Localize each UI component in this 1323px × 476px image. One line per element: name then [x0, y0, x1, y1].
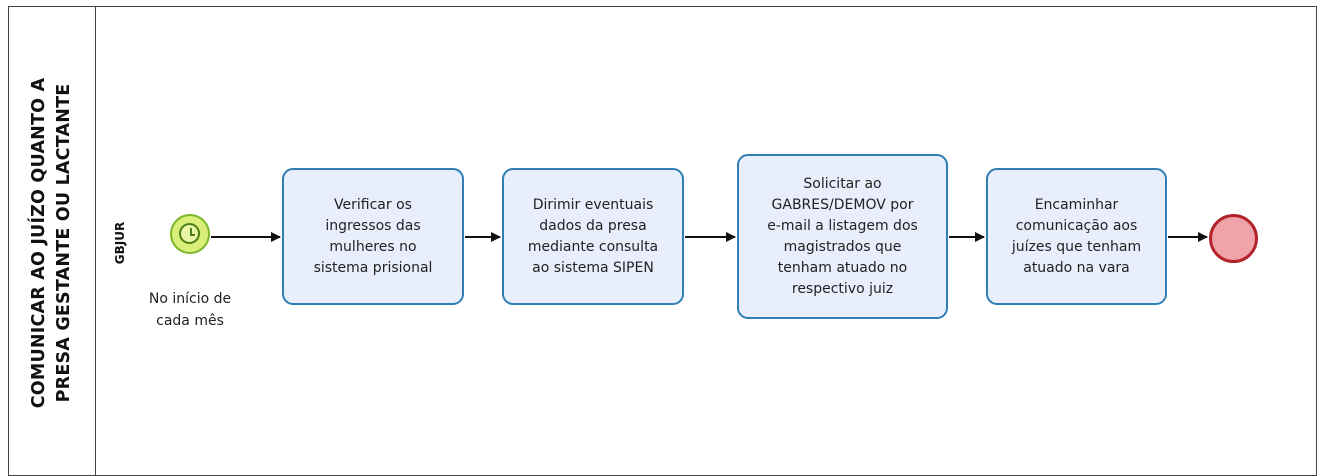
pool-header — [8, 6, 96, 476]
end-event[interactable] — [1209, 214, 1258, 263]
sequence-flows — [211, 232, 1208, 242]
start-timer-event[interactable] — [170, 214, 210, 254]
task-label: Encaminhar comunicação aos juízes que te… — [1011, 196, 1142, 276]
task-label: Dirimir eventuais dados da presa mediant… — [527, 196, 659, 276]
task-solicitar-listagem[interactable]: Solicitar ao GABRES/DEMOV por e-mail a l… — [737, 154, 948, 319]
start-event-label: No início de cada mês — [148, 291, 232, 329]
task-encaminhar-comunicacao[interactable]: Encaminhar comunicação aos juízes que te… — [986, 168, 1167, 305]
task-label: Solicitar ao GABRES/DEMOV por e-mail a l… — [767, 175, 918, 297]
timer-clock-icon — [179, 223, 200, 244]
task-dirimir-dados[interactable]: Dirimir eventuais dados da presa mediant… — [502, 168, 684, 305]
task-label: Verificar os ingressos das mulheres no s… — [313, 196, 433, 276]
task-verificar-ingressos[interactable]: Verificar os ingressos das mulheres no s… — [282, 168, 464, 305]
